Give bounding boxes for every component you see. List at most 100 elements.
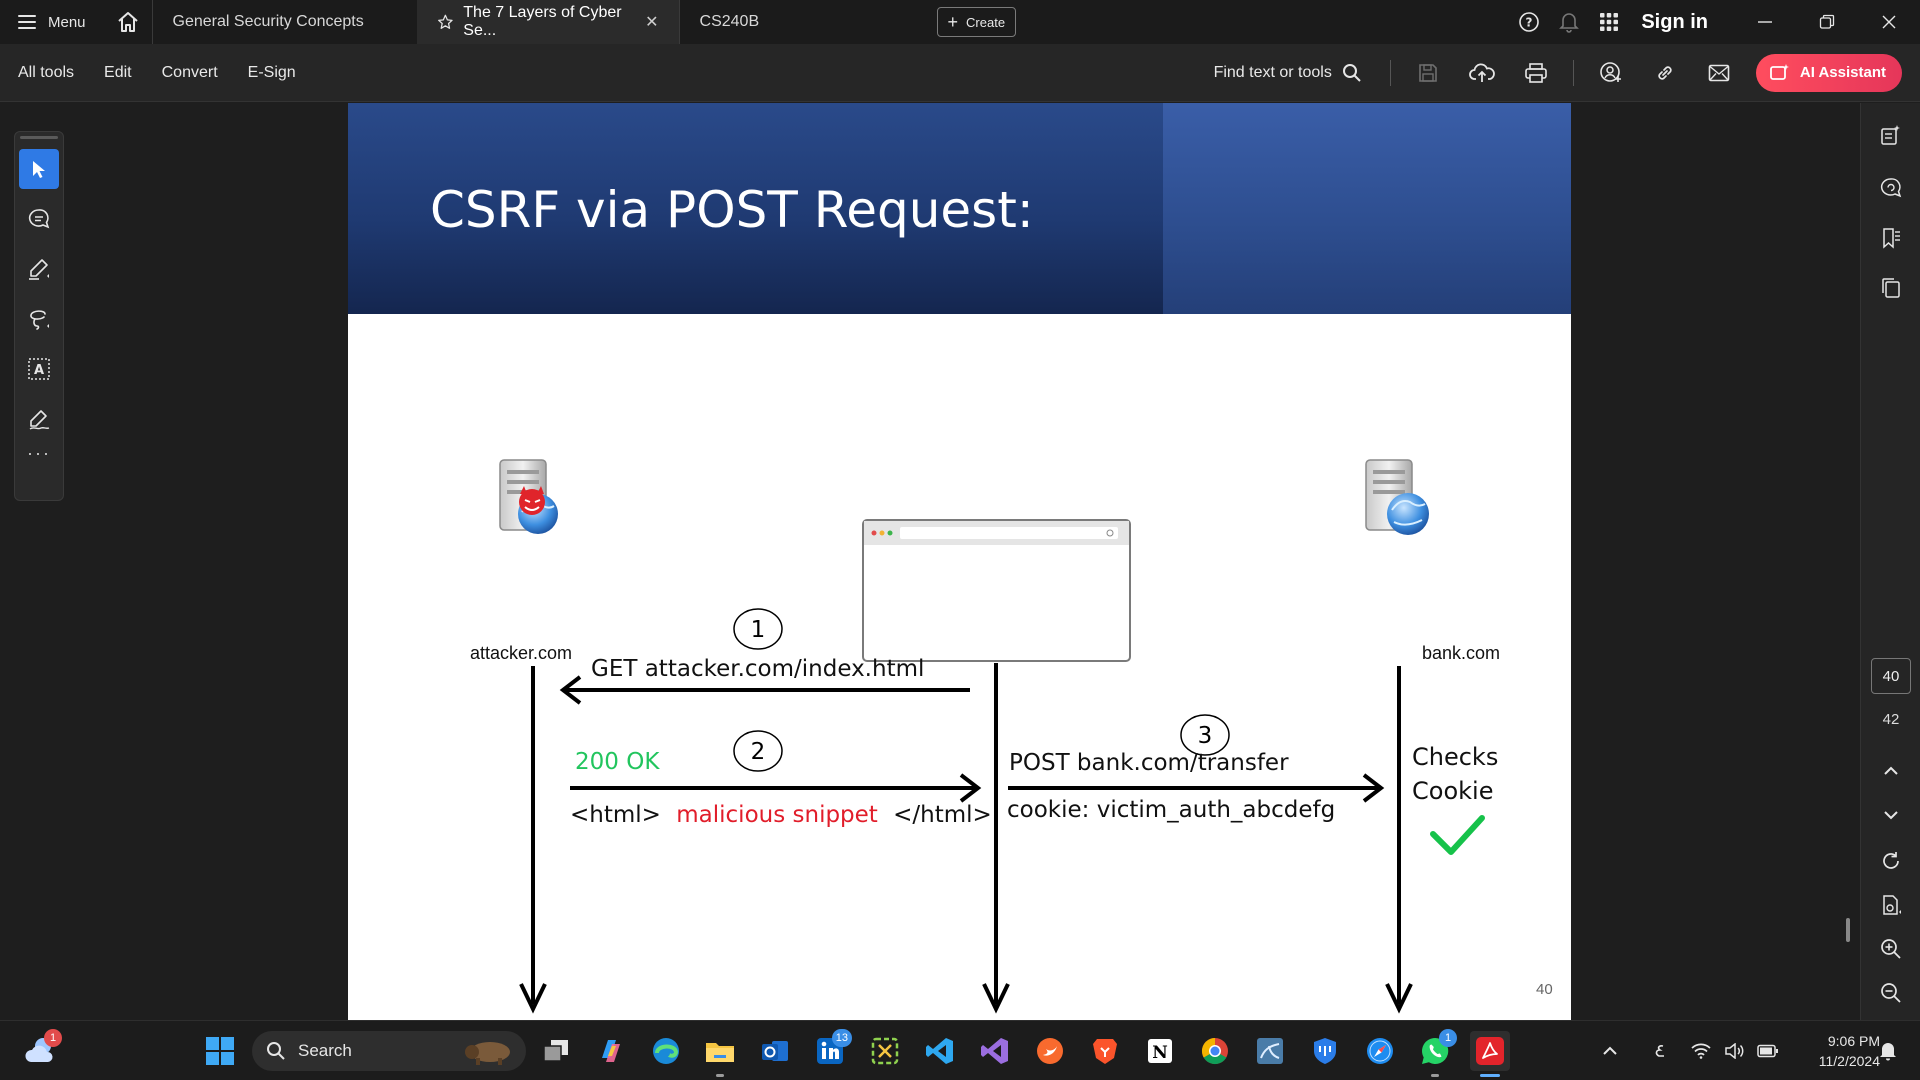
rotate-icon bbox=[1883, 852, 1899, 869]
save-button[interactable] bbox=[1401, 44, 1455, 102]
show-hidden-icons-button[interactable] bbox=[1590, 1031, 1630, 1071]
search-icon bbox=[1342, 63, 1361, 82]
active-indicator bbox=[1480, 1074, 1500, 1077]
task-view-button[interactable] bbox=[536, 1031, 576, 1071]
menu-button[interactable]: Menu bbox=[0, 0, 104, 44]
page-thumbnails-button[interactable] bbox=[1871, 268, 1911, 308]
share-people-button[interactable] bbox=[1584, 44, 1638, 102]
attacker-server-icon bbox=[499, 459, 558, 534]
taskbar-search-box[interactable]: Search bbox=[252, 1031, 526, 1071]
link-button[interactable] bbox=[1638, 44, 1692, 102]
step-2-number: 2 bbox=[751, 739, 766, 765]
select-tool-button[interactable] bbox=[19, 149, 59, 189]
menu-all-tools[interactable]: All tools bbox=[18, 63, 75, 81]
document-workspace: A ··· CSRF via POST Request: bbox=[0, 103, 1920, 1020]
edge-browser-app[interactable] bbox=[646, 1031, 686, 1071]
vscode-app[interactable] bbox=[920, 1031, 960, 1071]
visual-studio-app[interactable] bbox=[975, 1031, 1015, 1071]
more-tools-icon[interactable]: ··· bbox=[27, 443, 51, 463]
copilot-app[interactable] bbox=[591, 1031, 631, 1071]
proton-vpn-app[interactable] bbox=[1305, 1031, 1345, 1071]
snipping-tool-app[interactable] bbox=[865, 1031, 905, 1071]
scrollbar-thumb[interactable] bbox=[1846, 918, 1850, 942]
mysql-workbench-app[interactable] bbox=[1250, 1031, 1290, 1071]
current-page-input[interactable]: 40 bbox=[1871, 658, 1911, 694]
svg-text:N: N bbox=[1152, 1043, 1168, 1063]
panel-grip[interactable] bbox=[20, 136, 58, 139]
comment-tool-button[interactable] bbox=[19, 199, 59, 239]
restore-button[interactable] bbox=[1796, 0, 1858, 44]
rotate-button[interactable] bbox=[1871, 841, 1911, 881]
highlight-tool-button[interactable] bbox=[19, 249, 59, 289]
tab-7-layers[interactable]: The 7 Layers of Cyber Se... ✕ bbox=[416, 0, 679, 44]
start-button[interactable] bbox=[200, 1031, 240, 1071]
browser-window-icon bbox=[862, 519, 1131, 662]
chrome-browser-app[interactable] bbox=[1195, 1031, 1235, 1071]
brave-browser-app[interactable] bbox=[1085, 1031, 1125, 1071]
arabic-input-icon bbox=[1655, 1045, 1664, 1057]
find-label: Find text or tools bbox=[1213, 63, 1332, 81]
whatsapp-app[interactable]: 1 bbox=[1415, 1029, 1457, 1077]
checkmark-icon bbox=[1430, 815, 1485, 855]
linkedin-app[interactable]: 13 bbox=[810, 1029, 852, 1071]
ai-assistant-icon bbox=[1769, 63, 1789, 80]
right-side-panel: 40 42 bbox=[1860, 103, 1920, 1020]
create-button[interactable]: + Create bbox=[936, 7, 1017, 37]
cookie-label: cookie: victim_auth_abcdefg bbox=[1007, 797, 1335, 823]
toolbar-divider bbox=[1572, 59, 1574, 86]
draw-tool-button[interactable] bbox=[19, 299, 59, 339]
system-tray-status[interactable] bbox=[1685, 1031, 1785, 1071]
tab-cs240b[interactable]: CS240B bbox=[678, 0, 927, 44]
outlook-icon bbox=[762, 1041, 788, 1061]
mail-icon bbox=[1708, 64, 1730, 81]
notifications-button[interactable] bbox=[1549, 0, 1589, 44]
active-indicator bbox=[716, 1074, 724, 1077]
zoom-in-button[interactable] bbox=[1871, 929, 1911, 969]
swift-app[interactable] bbox=[1030, 1031, 1070, 1071]
bookmarks-button[interactable] bbox=[1871, 218, 1911, 258]
next-page-button[interactable] bbox=[1871, 795, 1911, 835]
apps-button[interactable] bbox=[1589, 0, 1629, 44]
star-icon[interactable] bbox=[437, 12, 454, 32]
safari-browser-app[interactable] bbox=[1360, 1031, 1400, 1071]
outlook-app[interactable] bbox=[755, 1031, 795, 1071]
close-window-button[interactable] bbox=[1858, 0, 1920, 44]
ai-assistant-button[interactable]: AI Assistant bbox=[1755, 53, 1902, 92]
comment-list-button[interactable] bbox=[1871, 168, 1911, 208]
menu-edit[interactable]: Edit bbox=[104, 63, 132, 81]
hamburger-icon bbox=[18, 15, 36, 29]
taskbar-clock[interactable]: 9:06 PM 11/2/2024 bbox=[1780, 1031, 1880, 1071]
print-button[interactable] bbox=[1509, 44, 1563, 102]
clock-time: 9:06 PM bbox=[1827, 1033, 1880, 1049]
email-button[interactable] bbox=[1692, 44, 1746, 102]
weather-widget[interactable]: 1 bbox=[20, 1029, 62, 1071]
upload-cloud-button[interactable] bbox=[1455, 44, 1509, 102]
folder-icon bbox=[706, 1043, 734, 1062]
text-recognition-tool-button[interactable]: A bbox=[19, 349, 59, 389]
file-explorer-app[interactable] bbox=[700, 1031, 740, 1077]
input-language-indicator[interactable] bbox=[1640, 1031, 1680, 1071]
minimize-button[interactable] bbox=[1734, 0, 1796, 44]
notification-center-button[interactable] bbox=[1868, 1031, 1908, 1071]
help-button[interactable]: ? bbox=[1509, 0, 1549, 44]
menu-e-sign[interactable]: E-Sign bbox=[247, 63, 296, 81]
menu-convert[interactable]: Convert bbox=[161, 63, 218, 81]
acrobat-app[interactable] bbox=[1470, 1031, 1510, 1077]
home-button[interactable] bbox=[104, 0, 152, 44]
cloud-upload-icon bbox=[1468, 62, 1495, 82]
page-settings-button[interactable] bbox=[1871, 885, 1911, 925]
close-tab-icon[interactable]: ✕ bbox=[645, 14, 659, 31]
previous-page-button[interactable] bbox=[1871, 751, 1911, 791]
chrome-icon bbox=[1201, 1037, 1228, 1065]
notion-icon: N bbox=[1148, 1039, 1172, 1063]
sign-in-button[interactable]: Sign in bbox=[1641, 10, 1708, 33]
sign-tool-button[interactable] bbox=[19, 399, 59, 439]
notion-app[interactable]: N bbox=[1140, 1031, 1180, 1071]
svg-text:A: A bbox=[34, 363, 44, 378]
swift-icon bbox=[1037, 1038, 1063, 1064]
comments-panel-button[interactable] bbox=[1871, 115, 1911, 155]
zoom-out-button[interactable] bbox=[1871, 973, 1911, 1013]
tab-general-security[interactable]: General Security Concepts bbox=[151, 0, 417, 44]
find-tools-button[interactable]: Find text or tools bbox=[1214, 63, 1380, 83]
bison-search-highlight-icon bbox=[465, 1042, 510, 1065]
